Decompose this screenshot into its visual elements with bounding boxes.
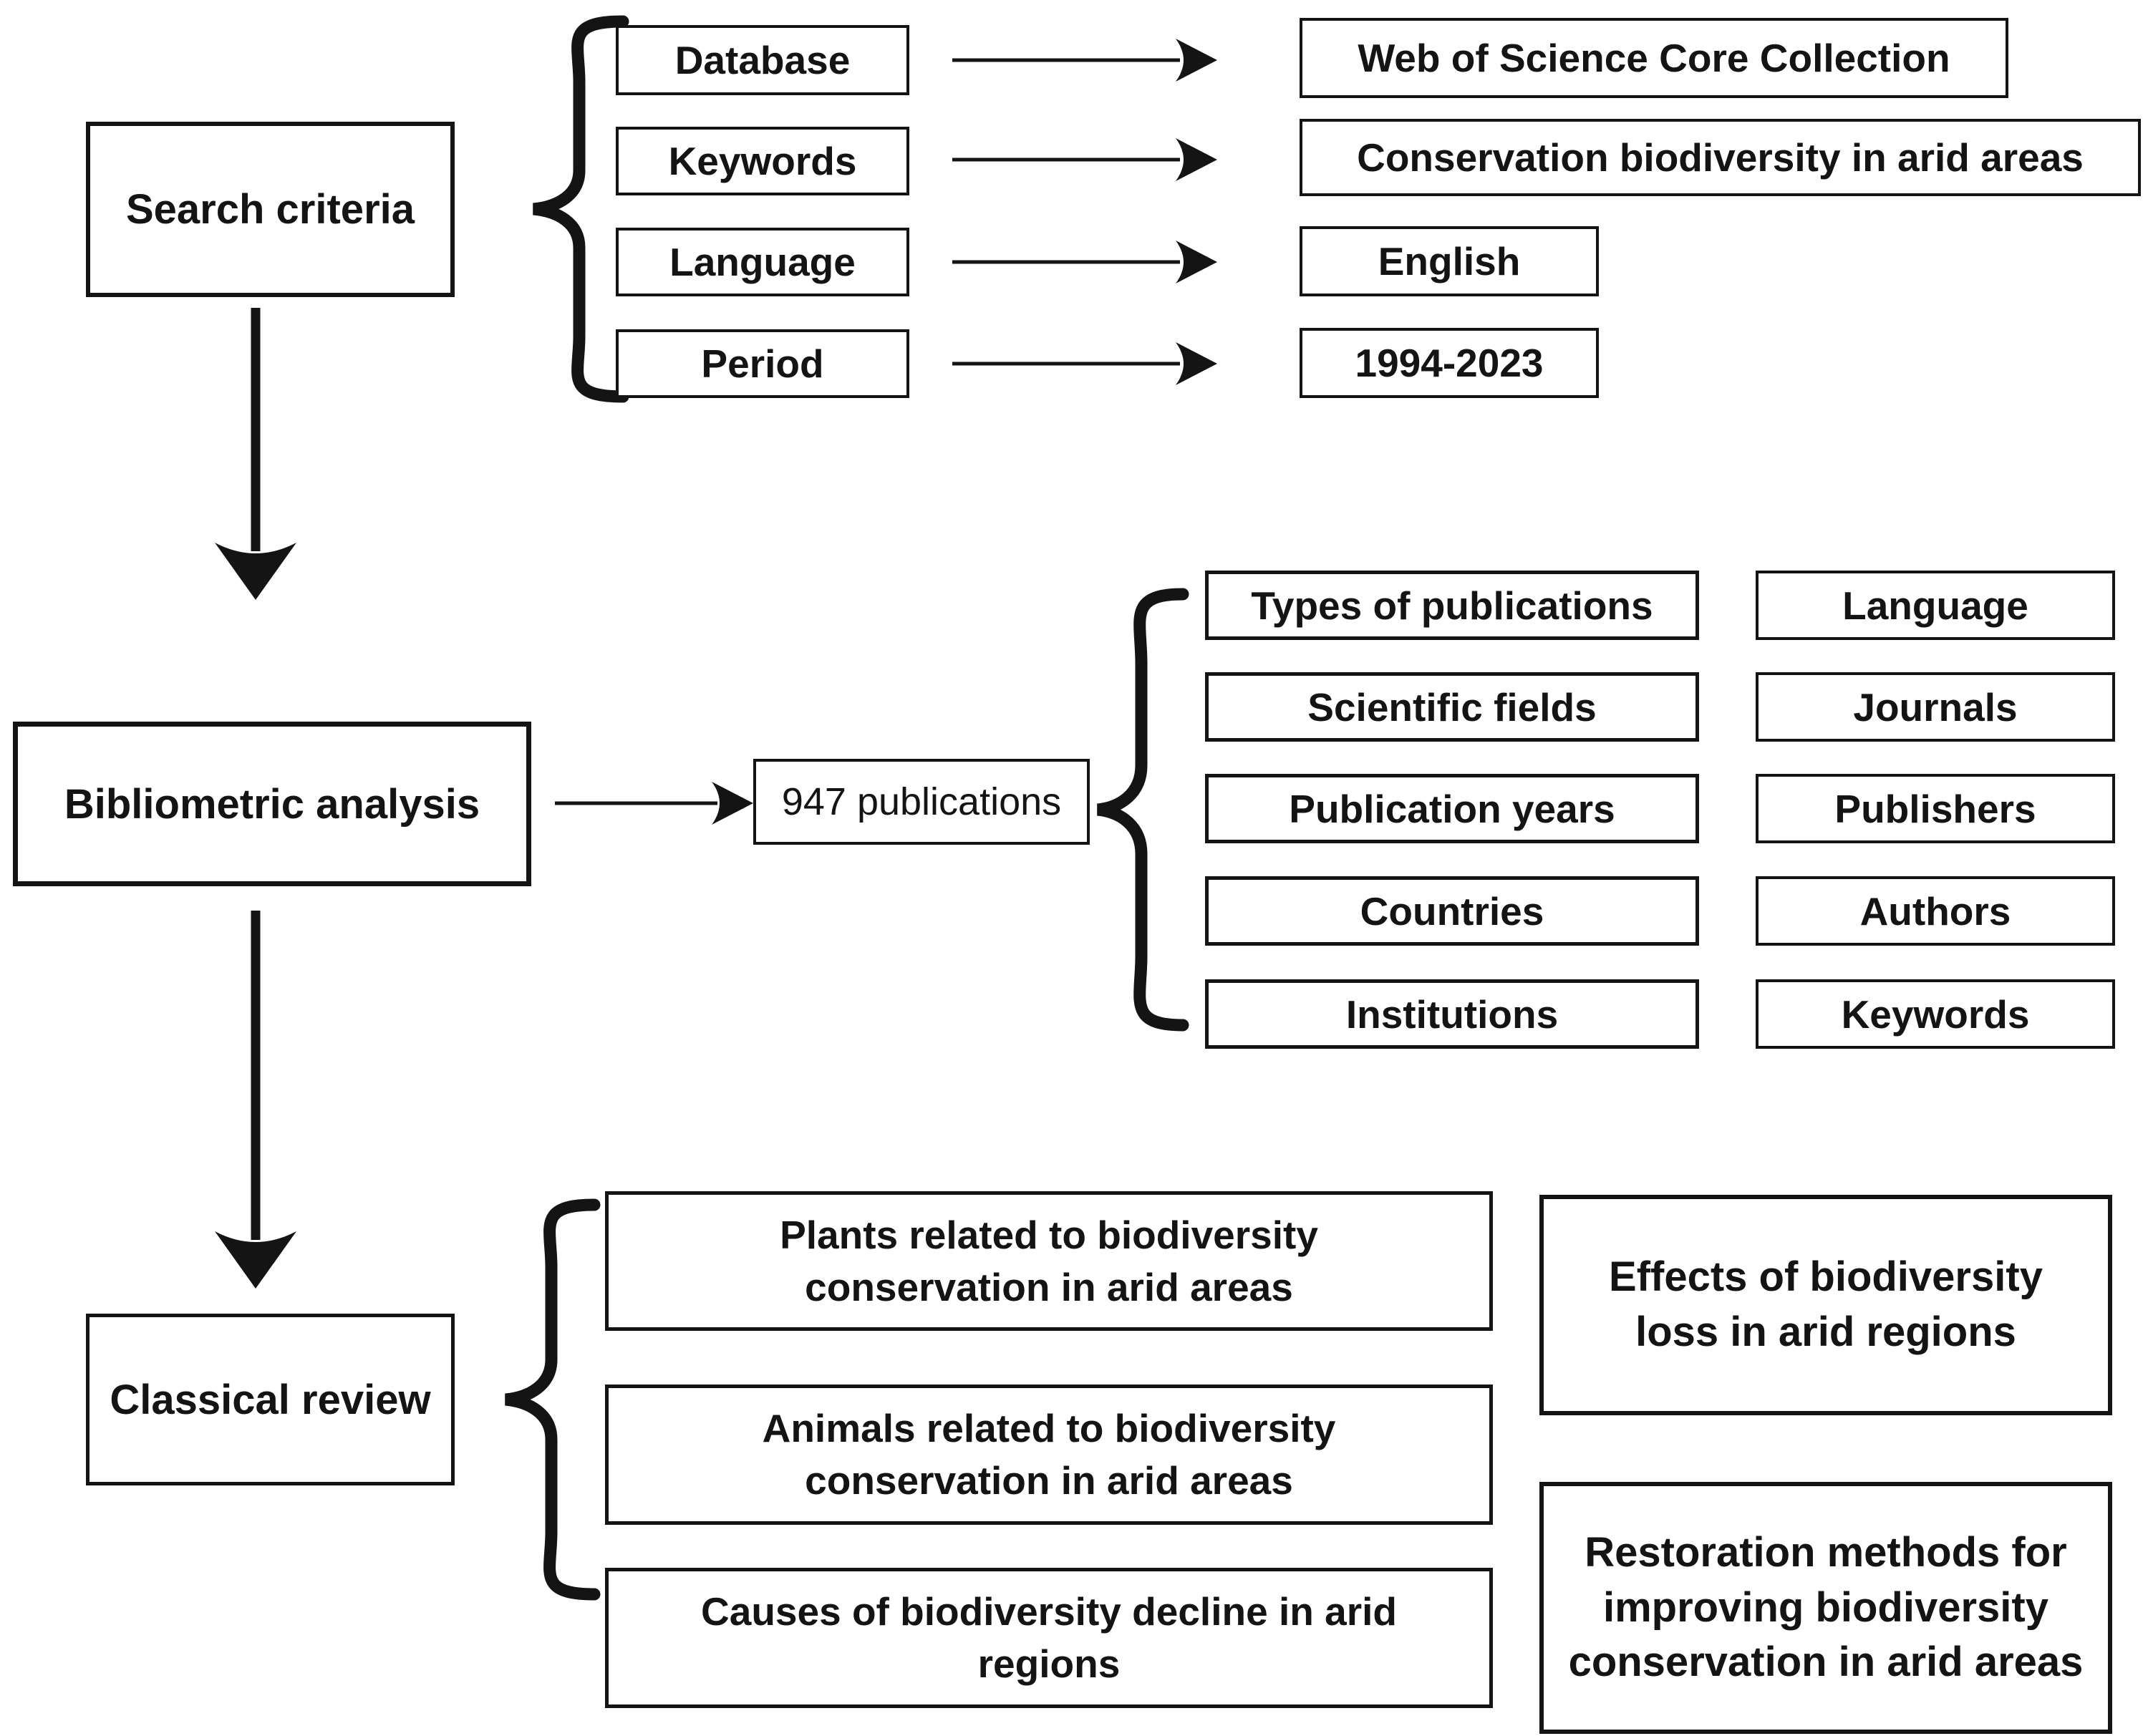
topic-box-animals: Animals related to biodiversity conserva… (605, 1385, 1493, 1525)
criterion-box-language: Language (616, 228, 909, 296)
search-criteria-label: Search criteria (125, 186, 415, 233)
topic-animals-text: Animals related to biodiversity conserva… (762, 1406, 1336, 1503)
aspect-box-types-of-publications: Types of publications (1205, 571, 1699, 640)
value-box-keywords: Conservation biodiversity in arid areas (1300, 119, 2141, 196)
arrow-bibliometric-to-publications-icon (555, 782, 753, 825)
criterion-keywords-label: Keywords (668, 139, 857, 183)
aspect-keywords-label: Keywords (1841, 991, 2030, 1037)
value-database-text: Web of Science Core Collection (1358, 36, 1950, 80)
brace-search-criteria-icon (533, 15, 629, 403)
aspect-box-countries: Countries (1205, 876, 1699, 946)
topic-effects-text: Effects of biodiversity loss in arid reg… (1609, 1253, 2043, 1355)
topic-box-effects: Effects of biodiversity loss in arid reg… (1539, 1195, 2112, 1415)
topic-plants-text: Plants related to biodiversity conservat… (780, 1212, 1318, 1309)
value-keywords-text: Conservation biodiversity in arid areas (1357, 135, 2084, 180)
brace-classical-review-icon (504, 1198, 601, 1601)
criterion-period-label: Period (701, 341, 824, 386)
criterion-box-keywords: Keywords (616, 127, 909, 195)
bibliometric-analysis-label: Bibliometric analysis (64, 780, 480, 828)
publications-count-box: 947 publications (753, 759, 1090, 845)
aspect-box-keywords: Keywords (1756, 979, 2115, 1049)
topic-causes-text: Causes of biodiversity decline in arid r… (701, 1589, 1397, 1686)
arrow-database-icon (952, 39, 1217, 82)
aspect-box-language: Language (1756, 571, 2115, 640)
aspect-institutions-label: Institutions (1345, 991, 1559, 1037)
aspect-box-journals: Journals (1756, 672, 2115, 742)
search-criteria-box: Search criteria (86, 122, 455, 297)
aspect-types-of-publications-label: Types of publications (1251, 583, 1653, 628)
criterion-database-label: Database (674, 38, 851, 82)
aspect-authors-label: Authors (1859, 888, 2011, 934)
aspect-publishers-label: Publishers (1834, 786, 2036, 831)
arrow-period-icon (952, 342, 1217, 385)
topic-restoration-text: Restoration methods for improving biodiv… (1568, 1529, 2084, 1686)
aspect-scientific-fields-label: Scientific fields (1307, 684, 1597, 729)
value-box-database: Web of Science Core Collection (1300, 18, 2008, 98)
value-box-period: 1994-2023 (1300, 328, 1599, 398)
arrow-search-to-bibliometric-icon (215, 308, 296, 600)
aspect-box-scientific-fields: Scientific fields (1205, 672, 1699, 742)
criterion-language-label: Language (669, 240, 856, 284)
classical-review-box: Classical review (86, 1314, 455, 1485)
classical-review-label: Classical review (110, 1376, 431, 1423)
bibliometric-analysis-box: Bibliometric analysis (13, 722, 531, 886)
aspect-box-publishers: Publishers (1756, 774, 2115, 843)
criterion-box-period: Period (616, 329, 909, 398)
topic-box-restoration: Restoration methods for improving biodiv… (1539, 1482, 2112, 1734)
aspect-countries-label: Countries (1360, 888, 1544, 934)
publications-count-text: 947 publications (781, 780, 1062, 823)
aspect-publication-years-label: Publication years (1289, 786, 1615, 831)
aspect-language-label: Language (1842, 583, 2028, 628)
value-box-language: English (1300, 226, 1599, 296)
arrow-bibliometric-to-classical-icon (215, 911, 296, 1289)
value-language-text: English (1378, 239, 1521, 283)
aspect-box-authors: Authors (1756, 876, 2115, 946)
aspect-box-institutions: Institutions (1205, 979, 1699, 1049)
brace-publications-icon (1096, 588, 1189, 1032)
aspect-box-publication-years: Publication years (1205, 774, 1699, 843)
arrow-keywords-icon (952, 138, 1217, 181)
criterion-box-database: Database (616, 25, 909, 95)
arrow-language-icon (952, 241, 1217, 283)
topic-box-causes: Causes of biodiversity decline in arid r… (605, 1568, 1493, 1708)
topic-box-plants: Plants related to biodiversity conservat… (605, 1191, 1493, 1331)
aspect-journals-label: Journals (1853, 684, 2018, 729)
value-period-text: 1994-2023 (1355, 341, 1544, 385)
